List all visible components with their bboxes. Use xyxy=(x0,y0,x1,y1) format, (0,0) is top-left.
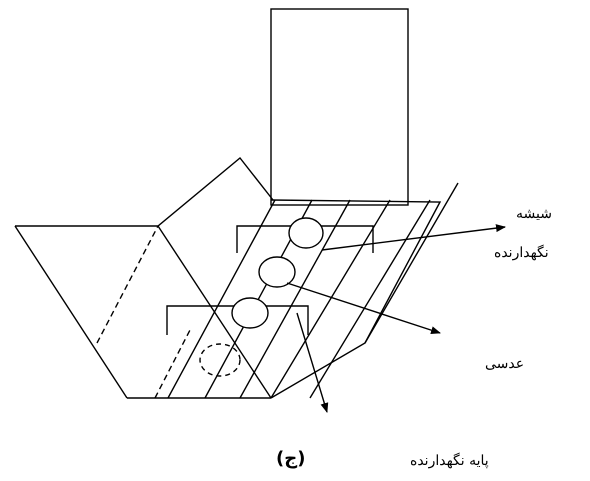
glass-label: شیشه xyxy=(516,206,552,222)
figure-caption: (ج) xyxy=(276,448,306,469)
left-flap xyxy=(15,157,274,227)
hidden-lens-ellipse xyxy=(199,343,241,377)
right-flap xyxy=(270,199,442,399)
lens-ellipse-lower xyxy=(231,297,269,329)
left-flap-bottom-edge xyxy=(14,225,128,399)
rail-5 xyxy=(309,199,431,399)
lens-ellipse-top xyxy=(288,217,324,249)
hidden-fold-line xyxy=(96,225,159,344)
right-arm-upper xyxy=(364,182,459,344)
holder-label: نگهدارنده xyxy=(494,245,549,261)
rail-3 xyxy=(239,199,351,399)
upright-panel xyxy=(270,8,409,206)
glass-arrow xyxy=(321,224,506,251)
lens-arrow xyxy=(286,282,441,335)
base-holder-label: پایه نگهدارنده xyxy=(410,453,489,469)
rail-4 xyxy=(270,199,391,399)
lens-label: عدسی xyxy=(485,356,525,372)
base-holder-arrow xyxy=(296,312,329,413)
hidden-rail-line xyxy=(154,329,191,399)
lens-ellipse-middle xyxy=(258,256,296,288)
rail-1 xyxy=(167,199,276,399)
